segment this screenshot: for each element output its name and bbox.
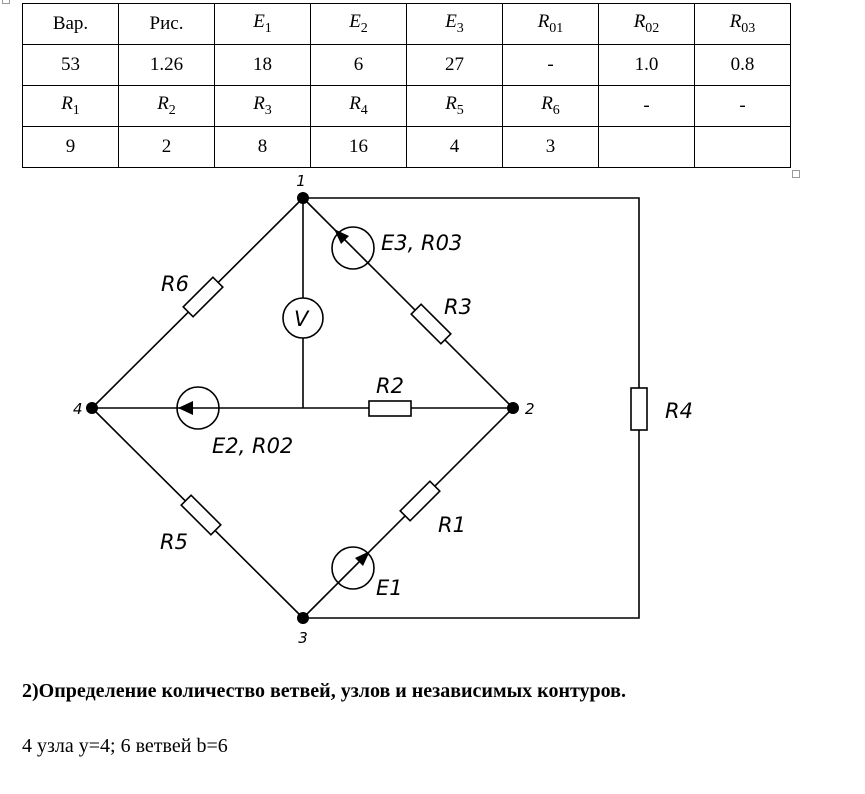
resistor-r5 (180, 494, 222, 536)
node-label-1: 1 (296, 172, 306, 190)
table-cell: 6 (310, 44, 407, 86)
source-e2 (176, 386, 220, 430)
label-r4: R4 (665, 399, 693, 423)
table-cell: R02 (598, 3, 695, 45)
label-e1: E1 (376, 576, 403, 600)
node-label-3: 3 (298, 629, 308, 647)
table-cell: 53 (22, 44, 119, 86)
node-3 (297, 612, 309, 624)
label-e2-r02: E2, R02 (212, 434, 293, 458)
node-label-4: 4 (73, 400, 83, 418)
node-2 (507, 402, 519, 414)
resistor-r6 (182, 276, 224, 318)
table-row: R1 R2 R3 R4 R5 R6 - - (22, 85, 791, 127)
table-cell: E3 (406, 3, 503, 45)
voltmeter (282, 297, 324, 339)
table-cell (694, 126, 791, 168)
table-cell: R03 (694, 3, 791, 45)
label-e3-r03: E3, R03 (381, 231, 462, 255)
node-1 (297, 192, 309, 204)
parameters-table: Вар. Рис. E1 E2 E3 R01 R02 R03 53 1.26 1… (22, 3, 791, 168)
table-cell: 8 (214, 126, 311, 168)
section-heading: 2)Определение количество ветвей, узлов и… (22, 680, 626, 702)
table-cell: 1.0 (598, 44, 695, 86)
table-row: 9 2 8 16 4 3 (22, 126, 791, 168)
label-r2: R2 (376, 374, 404, 398)
table-resize-handle[interactable] (792, 170, 800, 178)
label-voltmeter: V (294, 307, 310, 331)
table-cell: 1.26 (118, 44, 215, 86)
resistor-r2 (368, 400, 412, 417)
table-cell: - (694, 85, 791, 127)
label-r1: R1 (438, 513, 466, 537)
circuit-diagram: 1 2 3 4 R6 R3 R2 R4 R5 R1 V E3, R03 E2, … (73, 172, 693, 647)
resistor-r1 (399, 480, 441, 522)
source-e1 (331, 546, 375, 590)
source-e3 (331, 226, 375, 270)
table-cell: E2 (310, 3, 407, 45)
node-label-2: 2 (525, 400, 535, 418)
label-r6: R6 (161, 272, 189, 296)
label-r5: R5 (160, 530, 188, 554)
table-cell: 3 (502, 126, 599, 168)
table-row: Вар. Рис. E1 E2 E3 R01 R02 R03 (22, 3, 791, 45)
node-4 (86, 402, 98, 414)
table-cell: Рис. (118, 3, 215, 45)
table-cell: 27 (406, 44, 503, 86)
resistor-r4 (630, 387, 648, 431)
selection-handle-top-left[interactable] (2, 0, 10, 4)
table-cell (598, 126, 695, 168)
table-cell: 2 (118, 126, 215, 168)
resistor-r3 (410, 303, 452, 345)
label-r3: R3 (444, 295, 472, 319)
table-cell: 16 (310, 126, 407, 168)
nodes-branches-text: 4 узла y=4; 6 ветвей b=6 (22, 735, 228, 757)
